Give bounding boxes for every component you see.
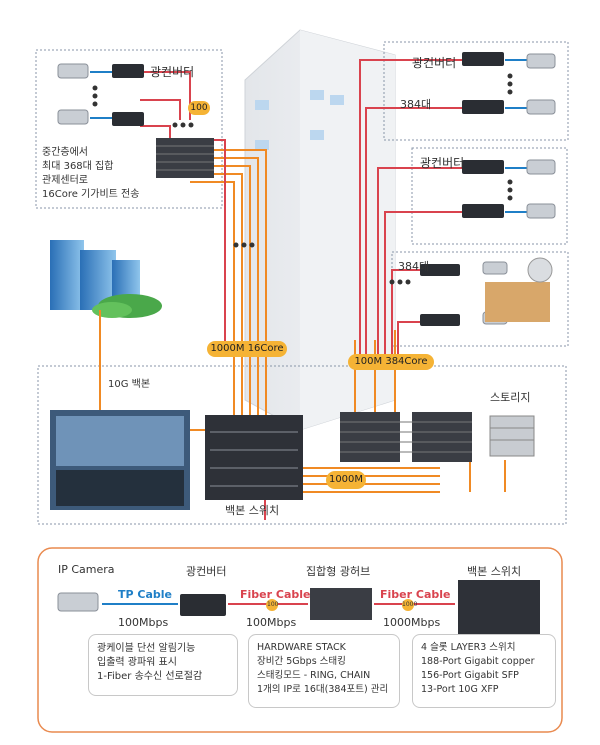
legend-fiber-cable-1: Fiber Cable (240, 588, 311, 601)
group1-note-line: 16Core 기가비트 전송 (42, 189, 140, 200)
switch-notes: 4 슬롯 LAYER3 스위치 188-Port Gigabit copper … (421, 641, 535, 697)
city-towers-icon (50, 240, 162, 318)
building (244, 29, 396, 431)
hub-note-line: 장비간 5Gbps 스태킹 (257, 656, 346, 667)
group1-note-line: 최대 368대 집합 (42, 161, 114, 172)
legend-hub: 집합형 광허브 (306, 565, 371, 578)
region-group3 (411, 147, 568, 245)
fiber-links (140, 59, 462, 520)
backbone-switch-label: 백본 스위치 (225, 504, 280, 517)
storage-icon (489, 415, 535, 457)
link-1000m-label: 1000M (326, 471, 366, 489)
switch-note-line: 188-Port Gigabit copper (421, 656, 535, 667)
converter-notes: 광케이블 단선 알림기능 입출력 광파워 표시 1-Fiber 송수신 선로절감 (97, 642, 202, 684)
group1-note-line: 중간층에서 (42, 147, 88, 158)
group2-count-label: 384대 (400, 98, 432, 111)
control-room-photo (50, 410, 190, 510)
hub-note-line: 1개의 IP로 16대(384포트) 관리 (257, 684, 389, 695)
converter-note-line: 입출력 광파워 표시 (97, 657, 177, 668)
region-group2 (383, 41, 569, 141)
hub-stack-icons (340, 412, 472, 462)
tp-links (90, 59, 528, 213)
dome-camera-icon (485, 257, 553, 322)
switch-note-line: 4 슬롯 LAYER3 스위치 (421, 642, 516, 653)
region-group1 (35, 49, 223, 209)
legend-speed-2: 100Mbps (246, 616, 297, 629)
ip-camera-icons (57, 53, 556, 325)
link-384core-label: 100M 384Core (348, 354, 434, 370)
hub-notes-box: HARDWARE STACK 장비간 5Gbps 스태킹 스태킹모드 - RIN… (248, 634, 400, 708)
region-backbone (37, 365, 567, 525)
group1-badge: 100 (188, 101, 210, 115)
hub-notes: HARDWARE STACK 장비간 5Gbps 스태킹 스태킹모드 - RIN… (257, 641, 388, 697)
legend-fiber-cable-2: Fiber Cable (380, 588, 451, 601)
legend-speed-1: 100Mbps (118, 616, 169, 629)
legend-mini-badge-1: 100 (267, 601, 279, 608)
link-16core-label: 1000M 16Core (207, 341, 287, 357)
group2-converter-label: 광컨버터 (412, 56, 457, 70)
aggregation-hub-stack-icon (156, 138, 214, 178)
converter-note-line: 1-Fiber 송수신 선로절감 (97, 671, 203, 682)
group3-converter-label: 광컨버터 (420, 156, 465, 170)
switch-note-line: 13-Port 10G XFP (421, 684, 499, 695)
group3-count-label: 384대 (398, 260, 430, 273)
ellipsis-dots (92, 73, 513, 285)
group1-note: 중간층에서 최대 368대 집합 관제센터로 16Core 기가비트 전송 (42, 146, 139, 202)
legend-speed-3: 1000Mbps (383, 616, 441, 629)
converter-icons (112, 52, 504, 326)
legend-mini-badge-2: 1000 (402, 601, 418, 608)
legend-graphics (57, 580, 540, 640)
converter-notes-box: 광케이블 단선 알림기능 입출력 광파워 표시 1-Fiber 송수신 선로절감 (88, 634, 238, 696)
hub-note-line: HARDWARE STACK (257, 642, 346, 653)
backbone-switch-icon (205, 415, 303, 500)
legend-tp-cable: TP Cable (118, 588, 172, 601)
legend-converter: 광컨버터 (186, 565, 227, 578)
group1-converter-label: 광컨버터 (150, 65, 195, 79)
switch-note-line: 156-Port Gigabit SFP (421, 670, 519, 681)
storage-label: 스토리지 (490, 391, 531, 404)
legend-backbone-switch: 백본 스위치 (467, 565, 522, 578)
switch-notes-box: 4 슬롯 LAYER3 스위치 188-Port Gigabit copper … (412, 634, 556, 708)
converter-note-line: 광케이블 단선 알림기능 (97, 643, 196, 654)
backbone-10g-label: 10G 백본 (108, 379, 151, 390)
group1-note-line: 관제센터로 (42, 175, 88, 186)
legend-ip-camera: IP Camera (58, 563, 115, 576)
hub-note-line: 스태킹모드 - RING, CHAIN (257, 670, 371, 681)
dashed-regions (35, 41, 569, 525)
